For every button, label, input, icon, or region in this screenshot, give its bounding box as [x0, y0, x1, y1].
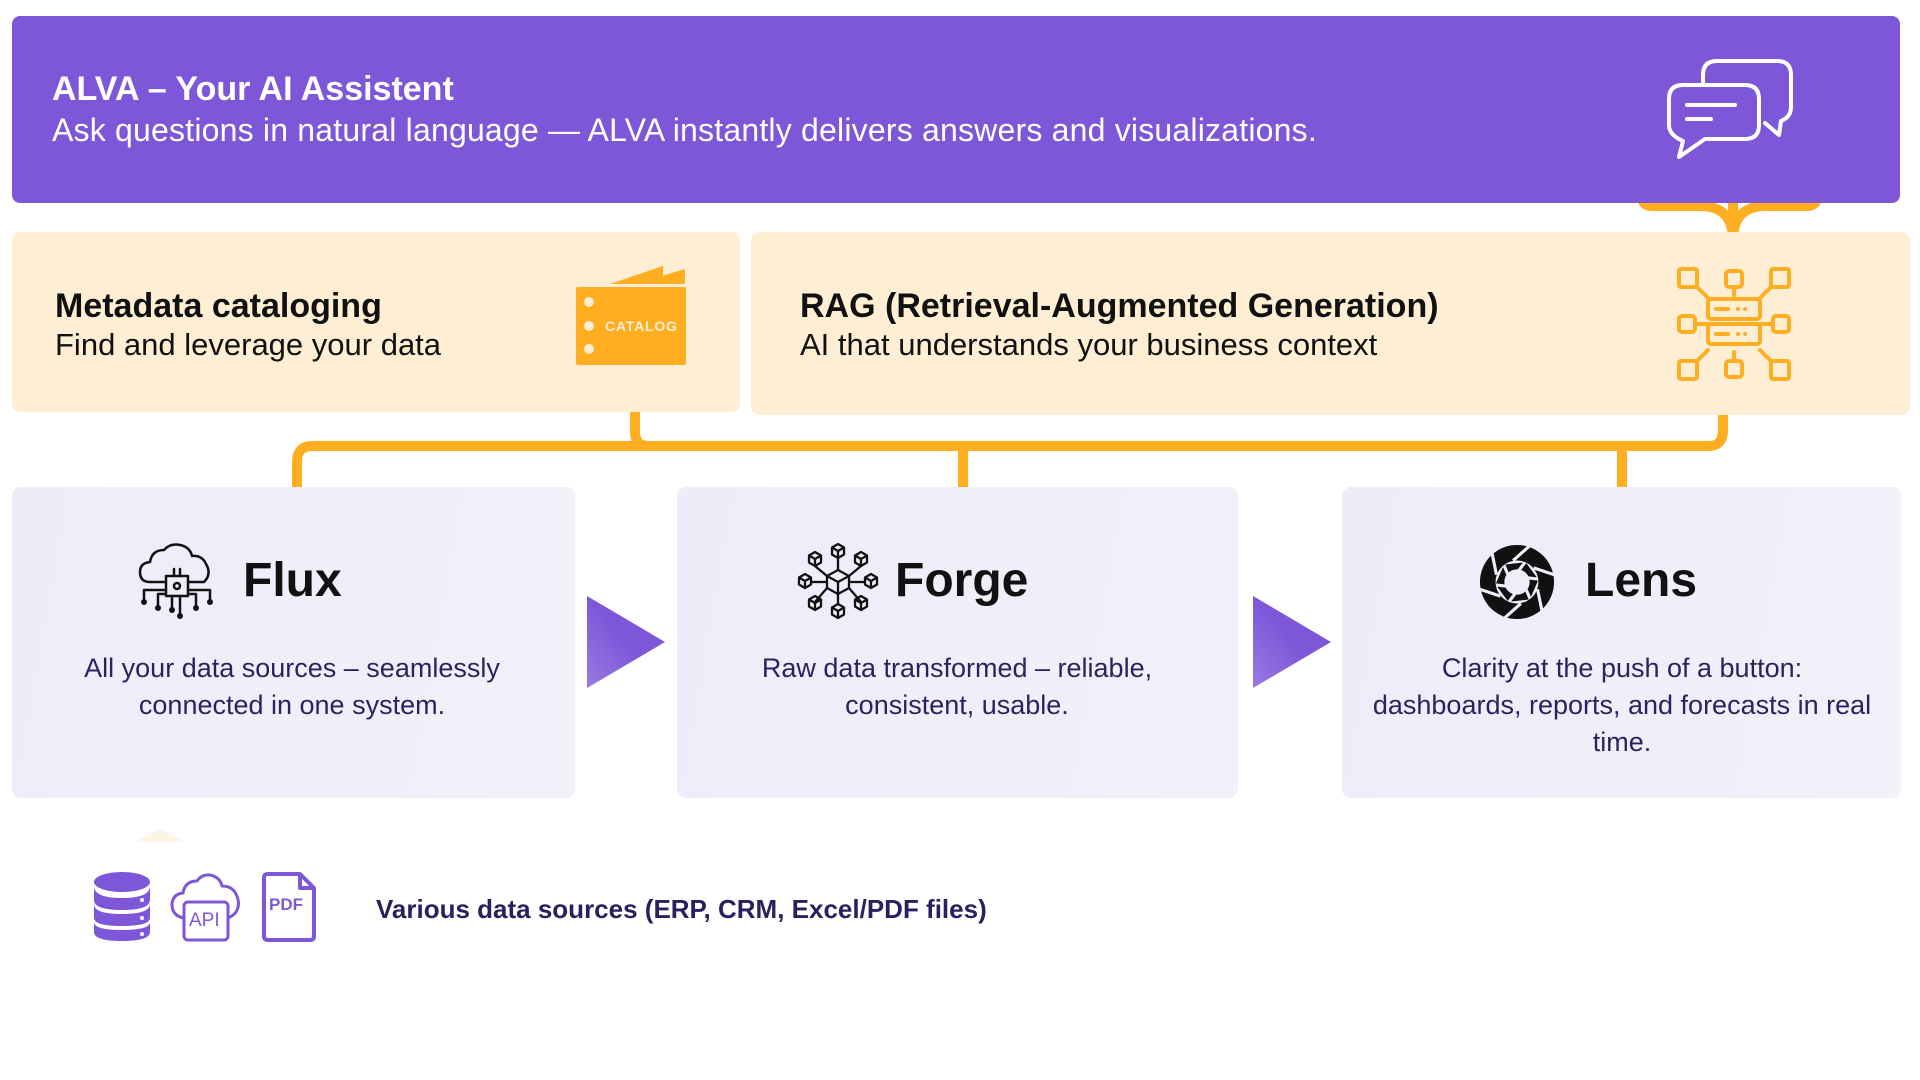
- connector-meta-drop: [630, 407, 654, 451]
- alva-header-banner: [12, 16, 1900, 203]
- cloud-api-icon: API: [170, 872, 242, 944]
- sources-up-pointer: [135, 828, 185, 842]
- lens-title: Lens: [1585, 554, 1698, 607]
- database-icon: [94, 872, 150, 941]
- metadata-cataloging-title: Metadata cataloging: [55, 287, 382, 325]
- flow-arrow-flux-to-forge: [587, 596, 665, 688]
- flow-arrow-forge-to-lens: [1253, 596, 1331, 688]
- connector-flux-drop: [292, 441, 317, 493]
- catalog-icon-label: CATALOG: [605, 318, 678, 334]
- header-subtitle: Ask questions in natural language — ALVA…: [52, 112, 1317, 148]
- chat-bubbles-icon: [1667, 59, 1793, 159]
- api-label: API: [189, 910, 220, 931]
- flux-stage-card: [12, 487, 575, 798]
- forge-description: Raw data transformed – reliable, consist…: [761, 653, 1153, 720]
- cube-network-icon: [797, 542, 879, 620]
- lens-description: Clarity at the push of a button: dashboa…: [1372, 653, 1872, 757]
- cloud-chip-icon: [138, 543, 213, 619]
- pdf-label: PDF: [269, 895, 303, 914]
- lens-stage-card: [1342, 487, 1901, 798]
- aperture-icon: [1477, 543, 1557, 621]
- rag-title: RAG (Retrieval-Augmented Generation): [800, 287, 1439, 325]
- header-title: ALVA – Your AI Assistent: [52, 70, 454, 108]
- forge-stage-card: [677, 487, 1238, 798]
- metadata-cataloging-subtitle: Find and leverage your data: [55, 327, 442, 362]
- flux-title: Flux: [243, 554, 342, 607]
- forge-title: Forge: [895, 554, 1029, 607]
- connector-rag-drop: [1704, 409, 1728, 451]
- data-sources-label: Various data sources (ERP, CRM, Excel/PD…: [376, 894, 987, 924]
- flux-description: All your data sources – seamlessly conne…: [84, 653, 500, 720]
- server-network-icon: [1677, 267, 1791, 381]
- catalog-icon: CATALOG: [575, 263, 690, 368]
- rag-subtitle: AI that understands your business contex…: [800, 327, 1378, 362]
- pdf-file-icon: PDF: [262, 872, 316, 942]
